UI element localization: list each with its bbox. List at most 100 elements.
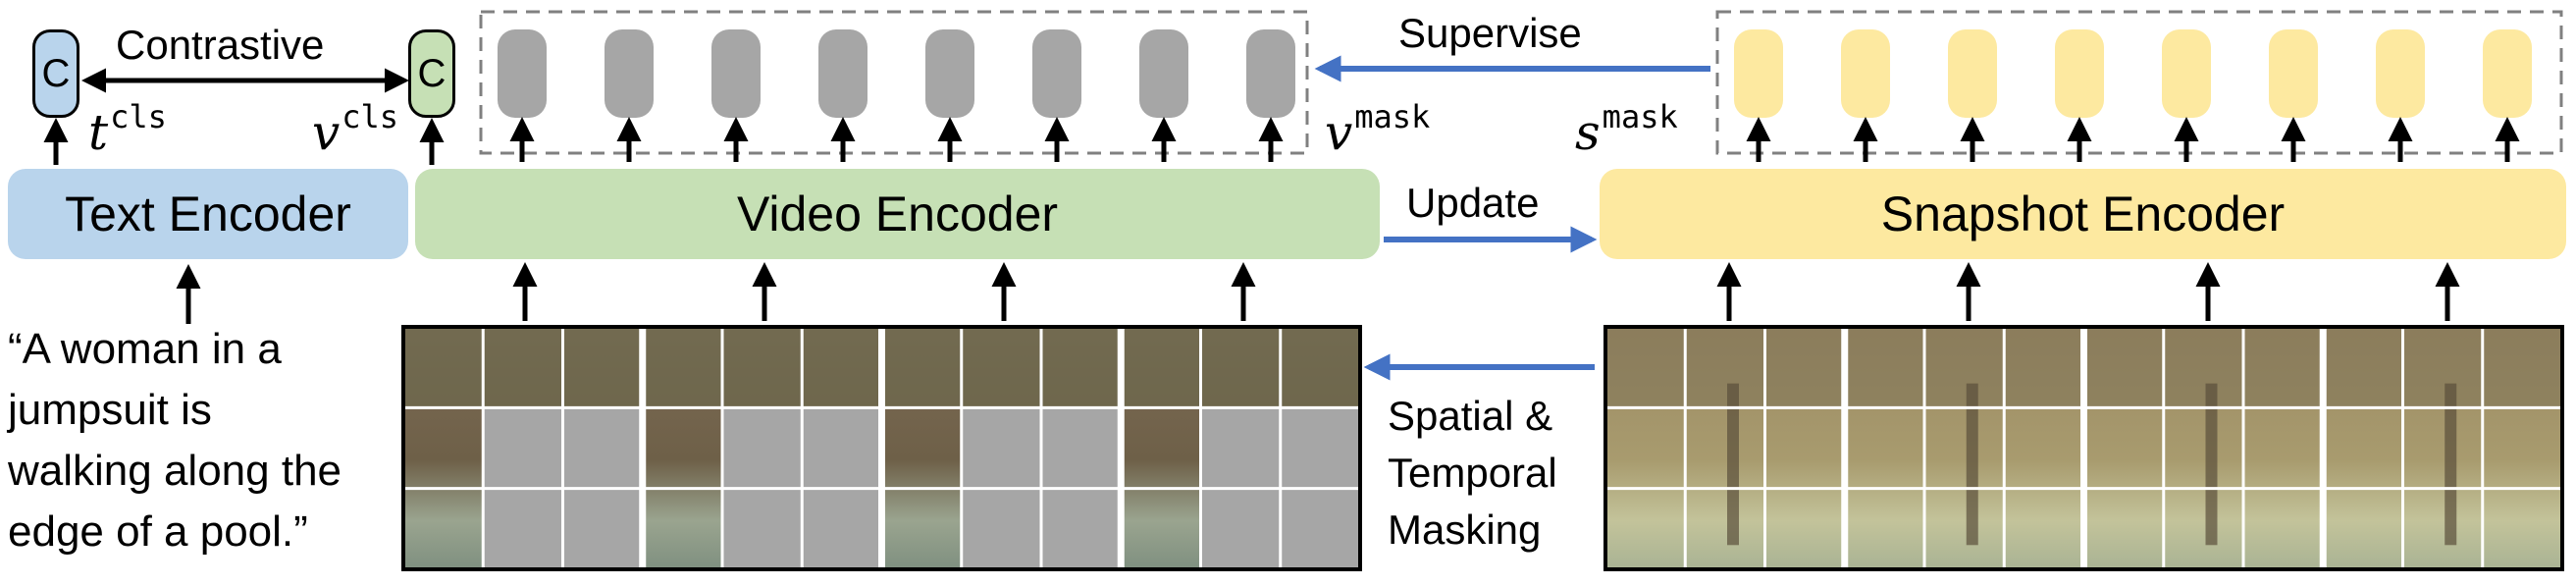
video-frames-top-8 bbox=[961, 327, 1041, 408]
video-frames-top-7 bbox=[881, 327, 962, 408]
snapshot-frames-person-3 bbox=[2205, 383, 2218, 546]
video-frames-top-1 bbox=[403, 327, 484, 408]
video-frames-mask-patch bbox=[562, 488, 643, 569]
video-mask-token-2 bbox=[605, 29, 654, 118]
video-frames-border bbox=[401, 325, 1362, 571]
caption-line-1: “A woman in a bbox=[8, 325, 282, 373]
supervise-label: Supervise bbox=[1398, 10, 1582, 56]
video-frames-top-11 bbox=[1200, 327, 1281, 408]
video-cls-glyph: C bbox=[417, 51, 447, 95]
video-mask-token-3 bbox=[711, 29, 761, 118]
text-cls-symbol: t bbox=[88, 104, 109, 161]
video-mask-token-4 bbox=[818, 29, 867, 118]
video-frames-top-5 bbox=[722, 327, 803, 408]
video-frames-top-9 bbox=[1041, 327, 1122, 408]
snapshot-mask-label: smask bbox=[1575, 98, 1678, 161]
snapshot-frames-top-2 bbox=[1685, 327, 1765, 408]
video-mask-token-box bbox=[479, 10, 1309, 155]
video-frames-top-12 bbox=[1280, 327, 1360, 408]
video-frames-mask-patch bbox=[1280, 488, 1360, 569]
video-frames-mask-patch bbox=[1280, 407, 1360, 489]
masking-line-3: Masking bbox=[1388, 506, 1542, 553]
contrastive-label: Contrastive bbox=[116, 22, 325, 68]
snapshot-mask-token-2 bbox=[1841, 29, 1890, 118]
text-cls-token: C bbox=[32, 29, 79, 118]
video-frames-mask-patch bbox=[722, 407, 803, 489]
text-cls-glyph: C bbox=[41, 51, 71, 95]
snapshot-mask-token-box bbox=[1715, 10, 2563, 155]
snapshot-frames-top-1 bbox=[1605, 327, 1686, 408]
video-mask-token-6 bbox=[1032, 29, 1081, 118]
snapshot-frames-person-1 bbox=[1727, 383, 1739, 546]
video-frames-top-2 bbox=[483, 327, 563, 408]
video-frames-mask-patch bbox=[722, 488, 803, 569]
snapshot-encoder-label: Snapshot Encoder bbox=[1880, 186, 2286, 241]
snapshot-mask-token-1 bbox=[1734, 29, 1783, 118]
video-mask-token-7 bbox=[1139, 29, 1188, 118]
video-frames-mask-patch bbox=[961, 407, 1041, 489]
snapshot-mask-token-4 bbox=[2055, 29, 2104, 118]
snapshot-frames-person-2 bbox=[1966, 383, 1978, 546]
snapshot-mask-token-5 bbox=[2162, 29, 2211, 118]
text-encoder: Text Encoder bbox=[8, 169, 408, 259]
video-frames-top-4 bbox=[642, 327, 722, 408]
snapshot-frames-top-8 bbox=[2163, 327, 2243, 408]
video-frames-mask-patch bbox=[1200, 488, 1281, 569]
snapshot-frames-person-4 bbox=[2445, 383, 2457, 546]
text-encoder-label: Text Encoder bbox=[65, 186, 351, 241]
video-mask-token-5 bbox=[925, 29, 974, 118]
video-frames-mask-patch bbox=[483, 407, 563, 489]
video-frames-mask-patch bbox=[802, 488, 882, 569]
video-frames-mask-patch bbox=[1200, 407, 1281, 489]
snapshot-mask-token-7 bbox=[2376, 29, 2425, 118]
video-mask-sup: mask bbox=[1354, 98, 1431, 135]
snapshot-frames-top-7 bbox=[2083, 327, 2164, 408]
video-frames-mask-patch bbox=[483, 488, 563, 569]
masking-line-1: Spatial & bbox=[1388, 393, 1553, 439]
masking-label: Spatial & Temporal Masking bbox=[1388, 388, 1594, 559]
snapshot-mask-token-6 bbox=[2269, 29, 2318, 118]
video-encoder-label: Video Encoder bbox=[736, 186, 1059, 241]
snapshot-mask-sup: mask bbox=[1602, 98, 1678, 135]
snapshot-mask-token-3 bbox=[1948, 29, 1997, 118]
caption-line-4: edge of a pool.” bbox=[8, 507, 308, 556]
video-cls-sup: cls bbox=[342, 98, 399, 135]
text-caption: “A woman in a jumpsuit is walking along … bbox=[8, 319, 400, 562]
snapshot-frames-top-12 bbox=[2482, 327, 2562, 408]
snapshot-frames-top-3 bbox=[1764, 327, 1845, 408]
video-mask-label: vmask bbox=[1325, 98, 1430, 161]
video-cls-symbol: v bbox=[312, 104, 341, 161]
snapshot-frames-top-9 bbox=[2243, 327, 2324, 408]
text-cls-label: tcls bbox=[88, 98, 167, 161]
snapshot-mask-token-8 bbox=[2483, 29, 2532, 118]
update-label: Update bbox=[1406, 180, 1540, 226]
video-frames-mask-patch bbox=[562, 407, 643, 489]
text-cls-sup: cls bbox=[110, 98, 167, 135]
snapshot-frames-top-5 bbox=[1924, 327, 2005, 408]
video-frames-mask-patch bbox=[1041, 488, 1122, 569]
caption-line-2: jumpsuit is bbox=[8, 386, 212, 434]
snapshot-frames-border bbox=[1603, 325, 2564, 571]
video-cls-token: C bbox=[408, 29, 455, 118]
snapshot-frames-top-11 bbox=[2402, 327, 2483, 408]
video-encoder: Video Encoder bbox=[415, 169, 1380, 259]
video-mask-token-1 bbox=[498, 29, 547, 118]
video-mask-symbol: v bbox=[1325, 104, 1353, 161]
video-mask-token-8 bbox=[1246, 29, 1295, 118]
snapshot-frames-top-6 bbox=[2004, 327, 2084, 408]
snapshot-frames-top-10 bbox=[2323, 327, 2403, 408]
video-frames-top-10 bbox=[1121, 327, 1201, 408]
masking-line-2: Temporal bbox=[1388, 450, 1557, 496]
video-frames-mask-patch bbox=[961, 488, 1041, 569]
snapshot-mask-symbol: s bbox=[1575, 104, 1601, 161]
snapshot-encoder: Snapshot Encoder bbox=[1600, 169, 2566, 259]
video-frames-mask-patch bbox=[802, 407, 882, 489]
caption-line-3: walking along the bbox=[8, 447, 342, 495]
snapshot-frames-top-4 bbox=[1844, 327, 1924, 408]
video-frames-top-3 bbox=[562, 327, 643, 408]
video-cls-label: vcls bbox=[312, 98, 398, 161]
video-frames-top-6 bbox=[802, 327, 882, 408]
video-frames-mask-patch bbox=[1041, 407, 1122, 489]
